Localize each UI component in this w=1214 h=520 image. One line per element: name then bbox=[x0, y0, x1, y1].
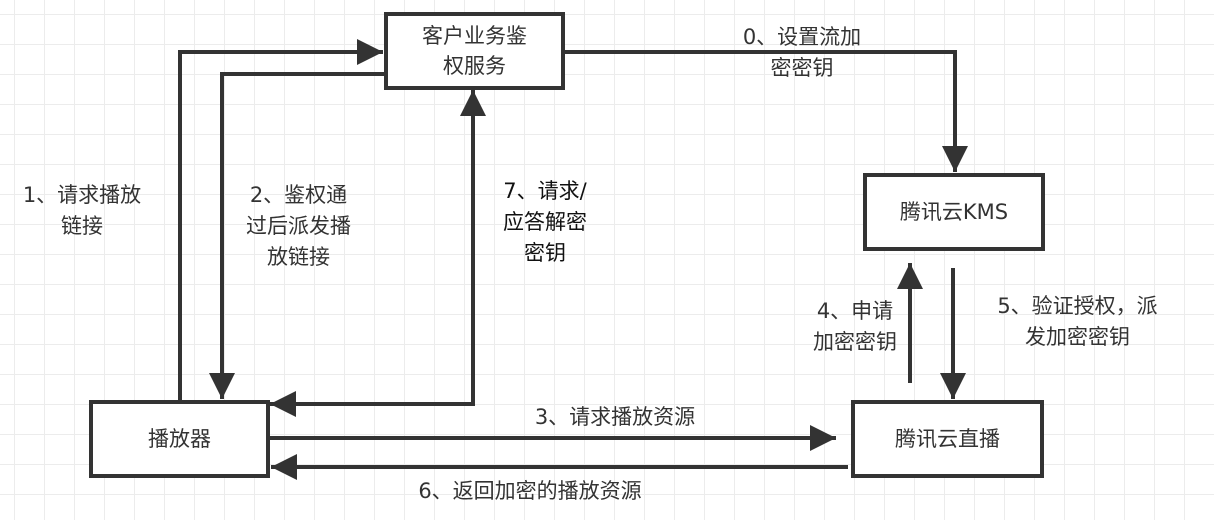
node-kms[interactable]: 腾讯云KMS bbox=[863, 173, 1045, 251]
edge-6-label: 6、返回加密的播放资源 bbox=[418, 479, 642, 503]
node-live[interactable]: 腾讯云直播 bbox=[851, 400, 1044, 478]
edge-1-arrow bbox=[178, 39, 383, 400]
node-auth-service-label: 客户业务鉴 权服务 bbox=[422, 24, 527, 78]
node-kms-label: 腾讯云KMS bbox=[899, 200, 1009, 224]
node-live-label: 腾讯云直播 bbox=[895, 427, 1000, 451]
edge-5-label: 5、验证授权，派 发加密密钥 bbox=[997, 294, 1158, 349]
edge-7-label: 7、请求/ 应答解密 密钥 bbox=[503, 179, 587, 265]
edge-1-label: 1、请求播放 链接 bbox=[22, 183, 142, 238]
edge-2-arrow bbox=[209, 72, 384, 399]
edge-7-arrow-to-player bbox=[270, 320, 475, 417]
node-player-label: 播放器 bbox=[148, 427, 211, 451]
edge-3-label: 3、请求播放资源 bbox=[534, 405, 696, 429]
edge-2-label: 2、鉴权通 过后派发播 放链接 bbox=[246, 183, 351, 269]
edge-0-label: 0、设置流加 密密钥 bbox=[742, 25, 862, 80]
node-auth-service[interactable]: 客户业务鉴 权服务 bbox=[384, 12, 565, 90]
edge-4-label: 4、申请 加密密钥 bbox=[813, 299, 897, 354]
edge-0-arrow bbox=[564, 50, 968, 172]
node-player[interactable]: 播放器 bbox=[89, 400, 270, 478]
